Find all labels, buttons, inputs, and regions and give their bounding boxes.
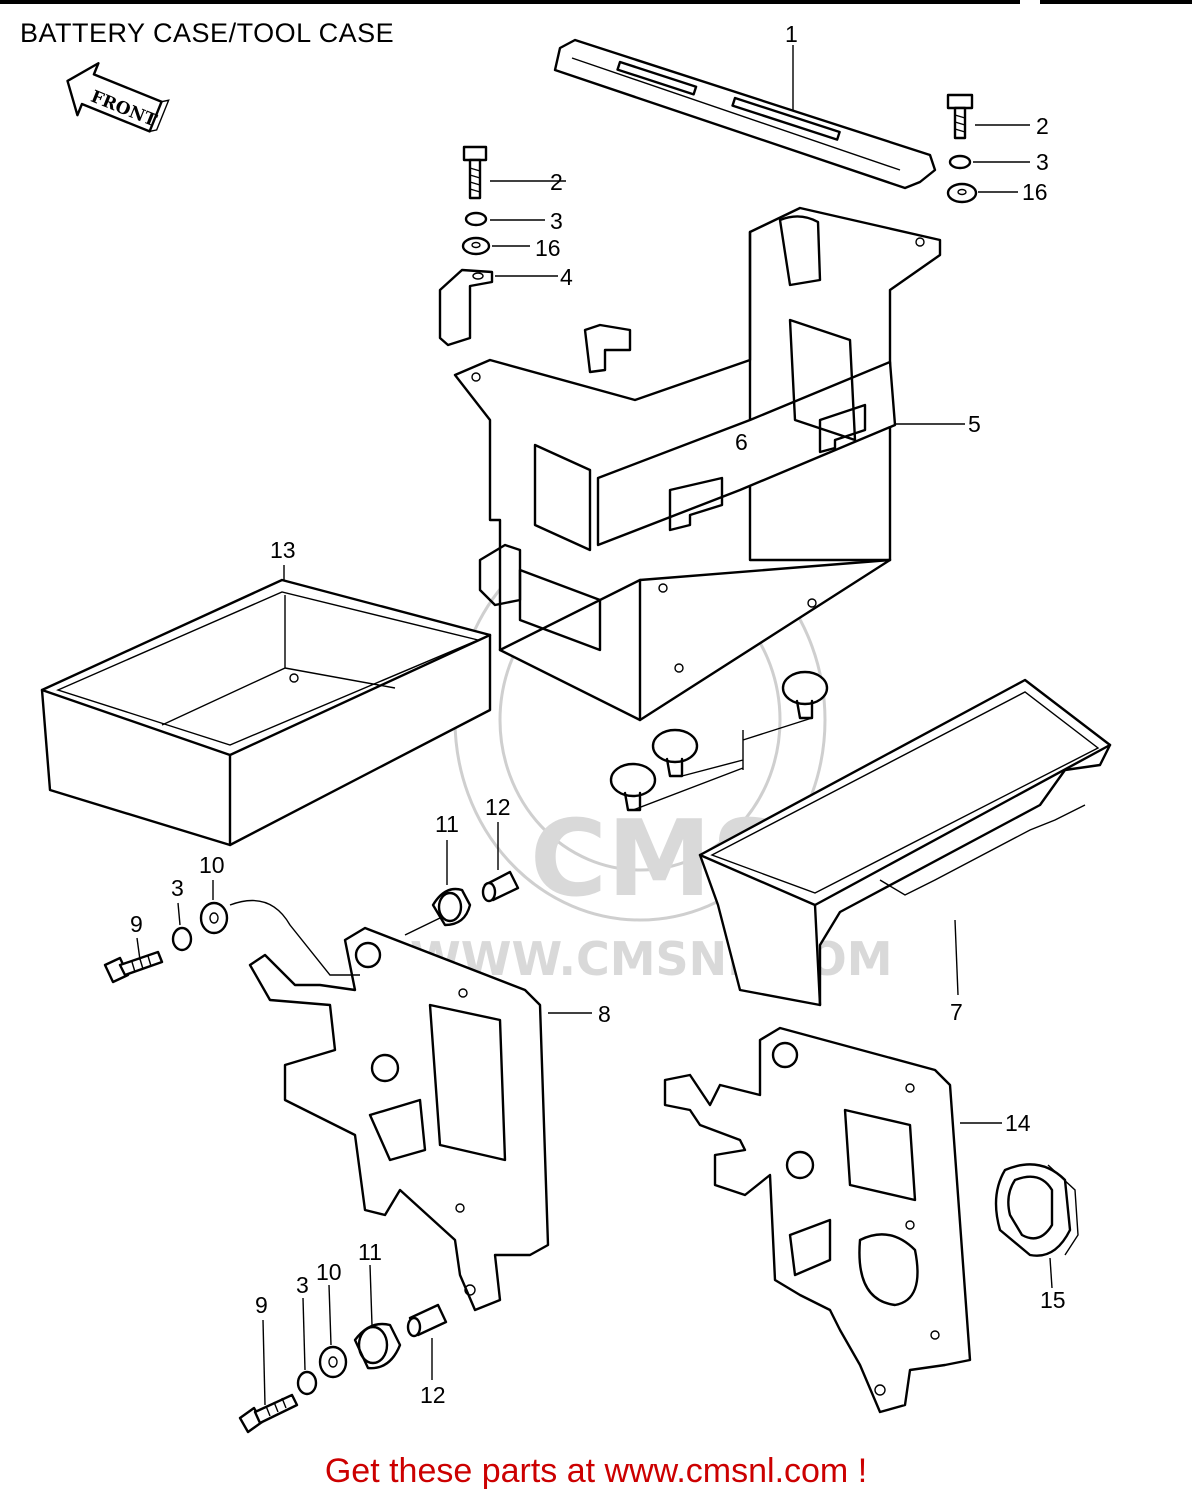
- callout-16-right: 16: [1022, 179, 1048, 205]
- part-3-washer-left: [464, 211, 488, 227]
- part-13-tray: [40, 578, 492, 847]
- leader-lines: [136, 45, 1053, 1406]
- part-11-grommet-lower: [353, 1322, 402, 1370]
- part-10-washer-upper: [199, 901, 229, 935]
- part-9-bolt-upper: [103, 950, 164, 984]
- part-5-battery-case: [453, 206, 942, 722]
- callout-11-upper: 11: [435, 811, 459, 837]
- callout-3-left: 3: [550, 208, 563, 234]
- callout-9-upper: 9: [130, 911, 143, 937]
- part-11-grommet-upper: [431, 887, 472, 927]
- part-12-collar-lower: [406, 1303, 448, 1338]
- callout-11-lower: 11: [358, 1239, 382, 1265]
- callout-2-left: 2: [550, 169, 563, 195]
- callout-6-visible: 6: [735, 429, 748, 455]
- callout-1: 1: [785, 21, 798, 47]
- part-3-washer-upper: [171, 926, 193, 952]
- part-3-washer-lower: [296, 1370, 318, 1396]
- front-arrow-icon: FRONT: [66, 62, 170, 133]
- callout-labels: 1 2 3 16 2 3 16 4 5 13 6 6 7 11 12 10 3 …: [130, 21, 1066, 1408]
- callout-9-lower: 9: [255, 1292, 268, 1318]
- callout-15: 15: [1040, 1287, 1066, 1313]
- part-3-washer-right: [948, 154, 972, 170]
- part-4-clip: [438, 268, 494, 347]
- part-14-bracket-right: [663, 1026, 972, 1414]
- part-1-strap: [553, 38, 937, 190]
- callout-4: 4: [560, 264, 573, 290]
- callout-3-right: 3: [1036, 149, 1049, 175]
- callout-10-lower: 10: [316, 1259, 342, 1285]
- part-16-washer-left: [461, 236, 491, 256]
- page-title: BATTERY CASE/TOOL CASE: [20, 18, 395, 48]
- callout-8: 8: [598, 1001, 611, 1027]
- callout-16-left: 16: [535, 235, 561, 261]
- callout-14: 14: [1005, 1110, 1031, 1136]
- part-8-bracket-left: [248, 926, 550, 1312]
- part-2-bolt-right: [946, 93, 974, 140]
- part-2-bolt-left: [462, 145, 488, 200]
- callout-7: 7: [950, 999, 963, 1025]
- callout-3-upper: 3: [171, 875, 184, 901]
- part-7-tool-case: [698, 678, 1112, 1007]
- part-10-washer-lower: [318, 1345, 348, 1379]
- part-12-collar-upper: [481, 870, 520, 903]
- callout-2-right: 2: [1036, 113, 1049, 139]
- callout-5: 5: [968, 411, 981, 437]
- top-rule-left: [0, 0, 1020, 4]
- assembly-line-upper-2: [404, 917, 441, 936]
- callout-13: 13: [270, 537, 296, 563]
- part-9-bolt-lower: [238, 1393, 299, 1434]
- callout-12-upper: 12: [485, 794, 511, 820]
- part-16-washer-right: [946, 182, 978, 204]
- callout-10-upper: 10: [199, 852, 225, 878]
- assembly-line-upper: [229, 899, 360, 976]
- callout-12-lower: 12: [420, 1382, 446, 1408]
- top-rule-right: [1040, 0, 1192, 4]
- part-15-grommet-ring: [994, 1163, 1079, 1257]
- footer-link[interactable]: Get these parts at www.cmsnl.com !: [324, 1452, 868, 1490]
- callout-3-lower: 3: [296, 1272, 309, 1298]
